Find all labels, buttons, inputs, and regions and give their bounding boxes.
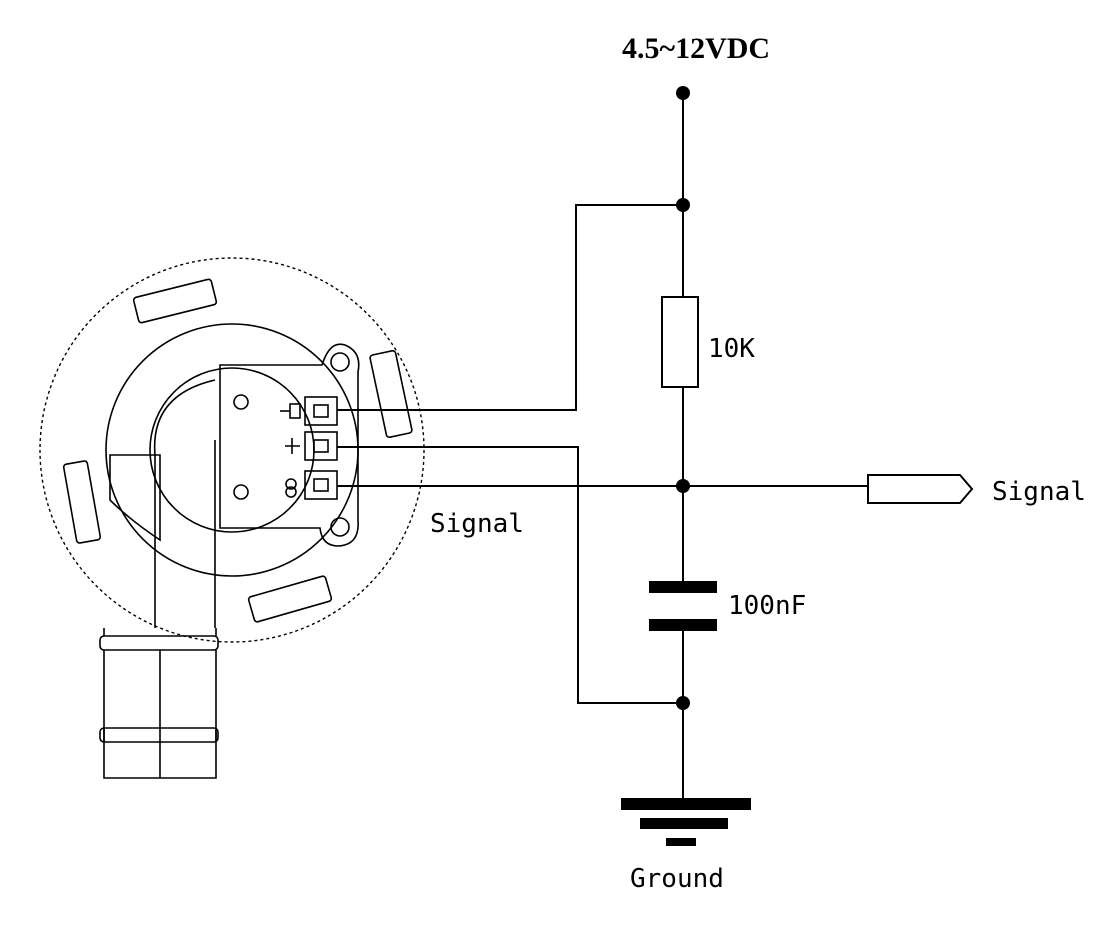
sensor-core-ring [149, 367, 315, 533]
ground-symbol-icon [621, 798, 751, 846]
terminal-supply-dot [676, 86, 690, 100]
wiring [337, 93, 868, 800]
ground-label: Ground [630, 864, 724, 894]
mount-hole-bottom-right [330, 517, 350, 537]
junction-ground-dot [676, 696, 690, 710]
sensor-slot-left [62, 460, 102, 544]
pin-terminal-2 [304, 431, 338, 461]
sensor-wedge [109, 454, 161, 542]
junction-signal-dot [676, 479, 690, 493]
pin-symbol-circles-icon [285, 478, 297, 498]
junction-supply-dot [676, 198, 690, 212]
pin-terminal-1 [304, 396, 338, 426]
sensor-connector-plate [219, 343, 360, 547]
sensor-slot-top [132, 278, 218, 324]
sensor-signal-label: Signal [430, 509, 524, 539]
sensor-inlet-pipe [99, 379, 219, 779]
mount-hole-top-left [233, 394, 249, 410]
signal-output-arrow-icon [867, 474, 974, 504]
resistor-10k [661, 296, 699, 388]
sensor-outer-ring [39, 257, 425, 643]
pin-symbol-plus-icon [285, 438, 300, 454]
mount-hole-bottom-left [233, 484, 249, 500]
sensor-slot-right [369, 349, 413, 439]
capacitor-label: 100nF [728, 591, 806, 621]
sensor-slot-bottom [247, 575, 333, 623]
mount-hole-top-right [330, 352, 350, 372]
wire-pin2-ground [337, 446, 683, 704]
supply-voltage-label: 4.5~12VDC [622, 32, 770, 65]
flow-sensor: Signal [39, 257, 524, 779]
sensor-inner-ring [105, 323, 359, 577]
output-signal-label: Signal [992, 477, 1086, 507]
pin-symbol-resistor-icon [280, 403, 301, 419]
wire-pin1-supply [337, 204, 683, 411]
resistor-label: 10K [708, 334, 755, 364]
capacitor-100nf [649, 581, 717, 631]
